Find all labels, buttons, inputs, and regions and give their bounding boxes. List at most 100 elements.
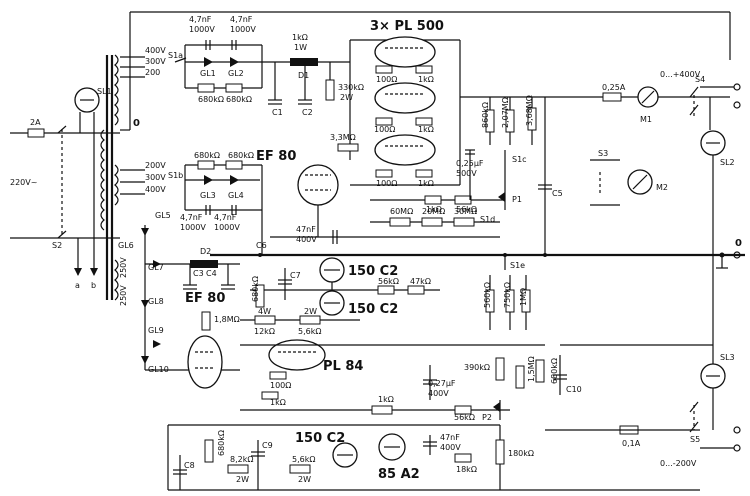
- res-680a: 680kΩ: [198, 95, 224, 104]
- labels: 3× PL 500 EF 80 EF 80 PL 84 150 C2 150 C…: [10, 15, 742, 484]
- res-1kd: 1kΩ: [426, 205, 442, 214]
- label-c4: C4: [206, 269, 217, 278]
- res-30m: 30MΩ: [454, 207, 477, 216]
- res-100a: 100Ω: [376, 75, 397, 84]
- res-60m: 60MΩ: [390, 207, 413, 216]
- upper-rectifier: [174, 40, 350, 105]
- res-56c: 5,6kΩ: [298, 327, 321, 336]
- range-resistors-low: [485, 255, 531, 330]
- transformer: [100, 54, 145, 301]
- label-fuse-01: 0,1A: [622, 439, 641, 448]
- label-85a2: 85 A2: [378, 467, 420, 482]
- label-c1: C1: [272, 108, 283, 117]
- pl84: [240, 339, 545, 400]
- label-c6: C6: [256, 241, 267, 250]
- zero-rail: [210, 252, 745, 269]
- cap-025v: 500V: [456, 169, 477, 178]
- label-gl9: GL9: [148, 326, 164, 335]
- label-s2: S2: [52, 241, 62, 250]
- res-20m: 20MΩ: [422, 207, 445, 216]
- middle-rectifier: [184, 160, 263, 255]
- pl500-tubes: [349, 36, 461, 186]
- res-860: 860kΩ: [481, 102, 490, 128]
- label-gl1: GL1: [200, 69, 216, 78]
- label-ef80-lower: EF 80: [185, 291, 225, 306]
- label-c2: C2: [302, 108, 313, 117]
- label-fuse-025: 0,25A: [602, 83, 626, 92]
- cap-mid1: 4,7nF: [180, 213, 203, 222]
- bottom-rail: [167, 424, 700, 491]
- res-100d: 100Ω: [270, 381, 291, 390]
- label-sl2: SL2: [720, 158, 735, 167]
- res-1ka: 1kΩ: [418, 75, 434, 84]
- res-330: 330kΩ: [338, 83, 364, 92]
- res-680c: 680kΩ: [194, 151, 220, 160]
- bottom-right-network: [240, 344, 713, 490]
- res-368: 3,68MΩ: [525, 95, 534, 126]
- label-sl3: SL3: [720, 353, 735, 362]
- cap-top2v: 1000V: [230, 25, 256, 34]
- label-gl8: GL8: [148, 297, 164, 306]
- res-680g: 680kΩ: [217, 430, 226, 456]
- label-m2: M2: [656, 183, 668, 192]
- cap-mid1v: 1000V: [180, 223, 206, 232]
- label-s1e: S1e: [510, 261, 525, 270]
- label-c5: C5: [552, 189, 563, 198]
- tap-250a: 250V: [119, 257, 128, 278]
- label-d1: D1: [298, 71, 309, 80]
- label-s1c: S1c: [512, 155, 527, 164]
- res-207: 2,07MΩ: [501, 97, 510, 128]
- res-56d: 56kΩ: [454, 413, 475, 422]
- cap-027v: 400V: [428, 389, 449, 398]
- label-gl6: GL6: [118, 241, 134, 250]
- meter-m2: [590, 159, 653, 206]
- res-750: 750kΩ: [503, 282, 512, 308]
- res-180: 180kΩ: [508, 449, 534, 458]
- label-sl1: SL1: [97, 87, 112, 96]
- res-390: 390kΩ: [464, 363, 490, 372]
- ef80-lower: [187, 311, 223, 389]
- label-c10: C10: [566, 385, 582, 394]
- res-680e: 680kΩ: [251, 276, 260, 302]
- label-150c2-c: 150 C2: [295, 431, 345, 446]
- cap-mid2v: 1000V: [214, 223, 240, 232]
- tap-200b: 200V: [145, 161, 166, 170]
- res-82w: 2W: [236, 475, 249, 484]
- res-15m: 1,5MΩ: [527, 356, 536, 382]
- label-s5: S5: [690, 435, 700, 444]
- output-neg: 0...-200V: [660, 459, 697, 468]
- res-33m: 3,3MΩ: [330, 133, 356, 142]
- res-330w: 2W: [340, 93, 353, 102]
- output-zero: 0: [735, 238, 742, 249]
- res-56ew: 2W: [298, 475, 311, 484]
- label-c8: C8: [184, 461, 195, 470]
- meter-m1: [602, 86, 699, 116]
- res-18k: 18kΩ: [456, 465, 477, 474]
- res-56b: 56kΩ: [378, 277, 399, 286]
- res-56a: 56kΩ: [456, 205, 477, 214]
- label-m1: M1: [640, 115, 652, 124]
- ef80-upper: [270, 143, 500, 244]
- res-18m: 1,8MΩ: [214, 315, 240, 324]
- label-a: a: [75, 281, 80, 290]
- label-s1b: S1b: [168, 171, 183, 180]
- top-rail: [129, 11, 731, 130]
- vr-tubes-mid: [240, 257, 440, 325]
- label-gl7: GL7: [148, 263, 164, 272]
- output-terminals: [700, 83, 741, 452]
- cap-mid2: 4,7nF: [214, 213, 237, 222]
- tap-300: 300V: [145, 57, 166, 66]
- divider-chain: [370, 149, 506, 227]
- cap-47av: 400V: [296, 235, 317, 244]
- label-gl5: GL5: [155, 211, 171, 220]
- res-1k1w: 1kΩ: [292, 33, 308, 42]
- res-680d: 680kΩ: [228, 151, 254, 160]
- res-2w: 2W: [304, 307, 317, 316]
- res-82: 8,2kΩ: [230, 455, 253, 464]
- tap-400: 400V: [145, 46, 166, 55]
- label-pl500: 3× PL 500: [370, 19, 444, 34]
- res-680b: 680kΩ: [226, 95, 252, 104]
- label-c7: C7: [290, 271, 301, 280]
- res-12k: 12kΩ: [254, 327, 275, 336]
